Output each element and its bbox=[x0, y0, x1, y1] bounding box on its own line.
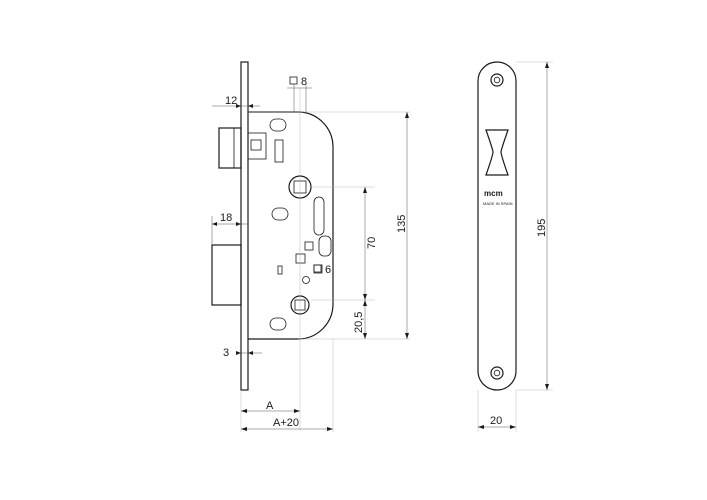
faceplate-bolt-opening bbox=[485, 129, 509, 176]
dim-backset-plus: A+20 bbox=[241, 417, 333, 431]
dim-backset-label: A bbox=[266, 400, 274, 412]
dim-faceplate-height: 195 bbox=[536, 62, 549, 390]
dim-front-plate: 12 bbox=[212, 95, 260, 108]
faceplate-bottom-screw bbox=[490, 366, 504, 380]
dim-latch: 18 bbox=[211, 212, 248, 245]
latch-bolt bbox=[211, 244, 242, 306]
lever-slot bbox=[313, 196, 325, 236]
dim-square-small-label: 6 bbox=[325, 264, 331, 276]
dim-height-135: 135 bbox=[396, 112, 409, 339]
dead-bolt bbox=[218, 127, 242, 169]
dim-square-small: 6 bbox=[313, 264, 331, 276]
front-plate bbox=[240, 61, 249, 391]
dim-square-top: 8 bbox=[287, 76, 312, 112]
faceplate-brand: mcm bbox=[484, 189, 503, 198]
dim-faceplate-width: 20 bbox=[478, 415, 516, 429]
dim-plate-offset-label: 3 bbox=[223, 347, 229, 359]
dim-center-distance: 70 bbox=[363, 187, 378, 300]
dim-height-135-label: 135 bbox=[396, 215, 408, 233]
faceplate-origin: MADE IN SPAIN bbox=[483, 201, 513, 206]
faceplate-top-screw bbox=[490, 73, 504, 87]
dim-offset-label: 20,5 bbox=[353, 312, 365, 333]
lock-body-view bbox=[211, 61, 334, 391]
dim-offset: 20,5 bbox=[353, 300, 367, 339]
dim-front-plate-label: 12 bbox=[225, 95, 237, 107]
lock-case bbox=[248, 111, 334, 340]
faceplate-view: mcm MADE IN SPAIN bbox=[477, 61, 517, 391]
dim-square-top-label: 8 bbox=[301, 76, 307, 88]
dim-plate-offset: 3 bbox=[223, 347, 262, 359]
dim-backset: A bbox=[241, 400, 300, 413]
dim-backset-plus-label: A+20 bbox=[273, 417, 299, 429]
dim-faceplate-height-label: 195 bbox=[536, 219, 548, 237]
faceplate-outline bbox=[477, 61, 517, 391]
dim-faceplate-width-label: 20 bbox=[490, 415, 502, 427]
dim-latch-label: 18 bbox=[220, 212, 232, 224]
dim-center-distance-label: 70 bbox=[366, 237, 378, 249]
